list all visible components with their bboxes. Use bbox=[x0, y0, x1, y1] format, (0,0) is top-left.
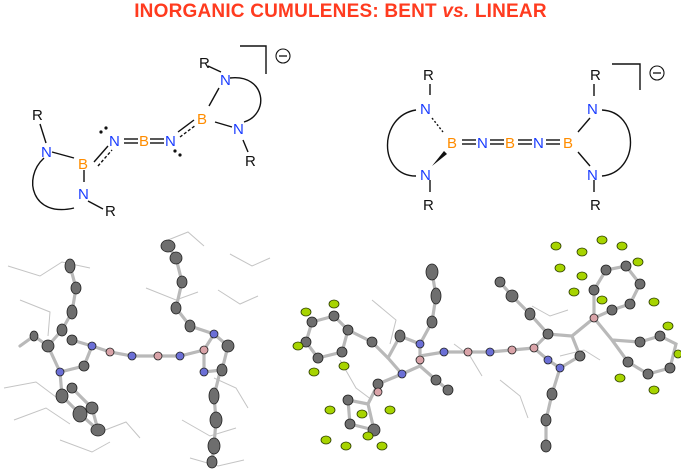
linear-nitrogen-ellipsoids bbox=[397, 339, 565, 379]
linear-n-label: N bbox=[587, 101, 598, 118]
linear-n-label: N bbox=[477, 135, 488, 152]
bent-boron-ellipsoids bbox=[105, 345, 209, 361]
bent-r-label: R bbox=[199, 55, 210, 72]
bent-n-label: N bbox=[220, 72, 231, 89]
linear-r-label: R bbox=[590, 197, 601, 214]
linear-carbon-ellipsoids bbox=[300, 260, 676, 453]
bent-b-label: B bbox=[197, 111, 207, 128]
figure-title: INORGANIC CUMULENES: BENT vs. LINEAR bbox=[0, 0, 681, 24]
bent-n-label: N bbox=[165, 133, 176, 150]
linear-charge bbox=[649, 65, 665, 81]
bent-atom-labels: R N B N R N B N B N N R R bbox=[32, 55, 256, 220]
linear-b-label: B bbox=[447, 135, 457, 152]
bent-nitrogen-ellipsoids bbox=[55, 329, 219, 377]
bent-b-label: B bbox=[139, 133, 149, 150]
bent-n-label: N bbox=[41, 144, 52, 161]
bent-n-label: N bbox=[78, 186, 89, 203]
bent-crystal-bonds bbox=[18, 244, 230, 464]
linear-left-ring-arc bbox=[386, 109, 417, 177]
linear-crystal-structure bbox=[292, 235, 681, 453]
bent-structure bbox=[31, 45, 267, 211]
bent-charge bbox=[275, 48, 291, 64]
bent-r-label: R bbox=[105, 203, 116, 220]
linear-b-label: B bbox=[505, 135, 515, 152]
linear-n-label: N bbox=[533, 135, 544, 152]
linear-r-label: R bbox=[590, 67, 601, 84]
title-part-1: INORGANIC CUMULENES: BENT bbox=[134, 1, 443, 22]
title-part-2: LINEAR bbox=[469, 1, 547, 22]
bent-crystal-structure bbox=[3, 231, 271, 469]
bent-right-ring-arc bbox=[229, 77, 262, 123]
bent-carbon-ellipsoids bbox=[29, 239, 235, 469]
linear-boron-ellipsoids bbox=[373, 313, 599, 397]
title-vs: vs. bbox=[442, 1, 470, 22]
bent-n-label: N bbox=[233, 121, 244, 138]
linear-b-label: B bbox=[563, 135, 573, 152]
linear-n-label: N bbox=[587, 167, 598, 184]
linear-n-label: N bbox=[420, 101, 431, 118]
linear-r-label: R bbox=[423, 197, 434, 214]
linear-right-ring-arc bbox=[601, 109, 632, 177]
bent-r-label: R bbox=[245, 153, 256, 170]
bent-crystal-wireframe bbox=[3, 231, 271, 467]
linear-atom-labels: R N N R B N B N B N N R R bbox=[420, 67, 601, 214]
bent-lone-pairs bbox=[99, 126, 182, 157]
bent-r-label: R bbox=[32, 107, 43, 124]
linear-r-label: R bbox=[423, 67, 434, 84]
bent-left-ring-arc bbox=[31, 157, 75, 211]
bent-n-label: N bbox=[109, 133, 120, 150]
linear-crystal-wireframe bbox=[339, 299, 601, 419]
linear-structure bbox=[386, 63, 641, 192]
linear-fluorine-ellipsoids bbox=[292, 235, 681, 451]
bent-b-label: B bbox=[78, 156, 88, 173]
linear-n-label: N bbox=[420, 167, 431, 184]
